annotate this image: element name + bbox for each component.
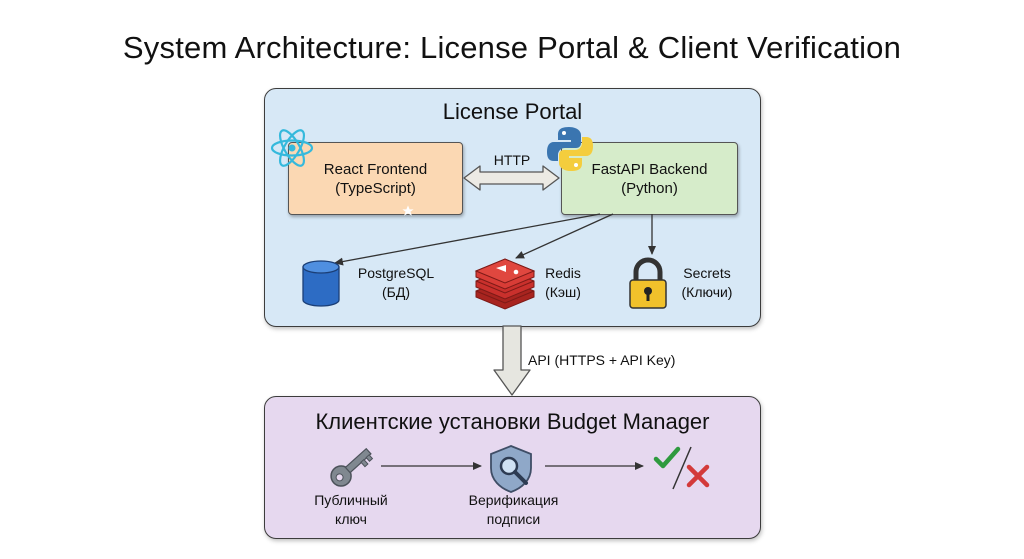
redis-icon xyxy=(402,205,536,310)
shield-search-icon xyxy=(490,445,532,493)
react-frontend-box: React Frontend (TypeScript) xyxy=(288,142,463,215)
react-frontend-sublabel: (TypeScript) xyxy=(335,179,416,197)
arrow-to-postgresql xyxy=(334,213,601,266)
fastapi-backend-label: FastAPI Backend xyxy=(591,160,708,178)
python-icon xyxy=(547,127,593,171)
diagram-title: System Architecture: License Portal & Cl… xyxy=(122,30,902,65)
redis-label: Redis(Кэш) xyxy=(545,265,581,300)
store-connector-lines xyxy=(334,213,656,266)
database-icon xyxy=(302,260,340,307)
padlock-icon xyxy=(629,257,667,309)
react-frontend-label: React Frontend xyxy=(323,160,428,178)
http-double-arrow xyxy=(463,165,560,191)
license-portal-title: License Portal xyxy=(442,99,583,124)
fastapi-backend-sublabel: (Python) xyxy=(621,179,678,197)
postgresql-label: PostgreSQL(БД) xyxy=(357,265,435,300)
arrow-to-redis xyxy=(515,213,614,259)
api-link-label: API (HTTPS + API Key) xyxy=(528,352,676,368)
check-cross-icon xyxy=(653,446,710,490)
secrets-label: Secrets(Ключи) xyxy=(681,265,733,300)
api-down-arrow xyxy=(493,325,531,396)
http-link-label: HTTP xyxy=(493,152,531,168)
react-icon xyxy=(270,129,314,167)
client-installations-title: Клиентские установки Budget Manager xyxy=(315,409,710,434)
key-icon xyxy=(330,447,374,487)
